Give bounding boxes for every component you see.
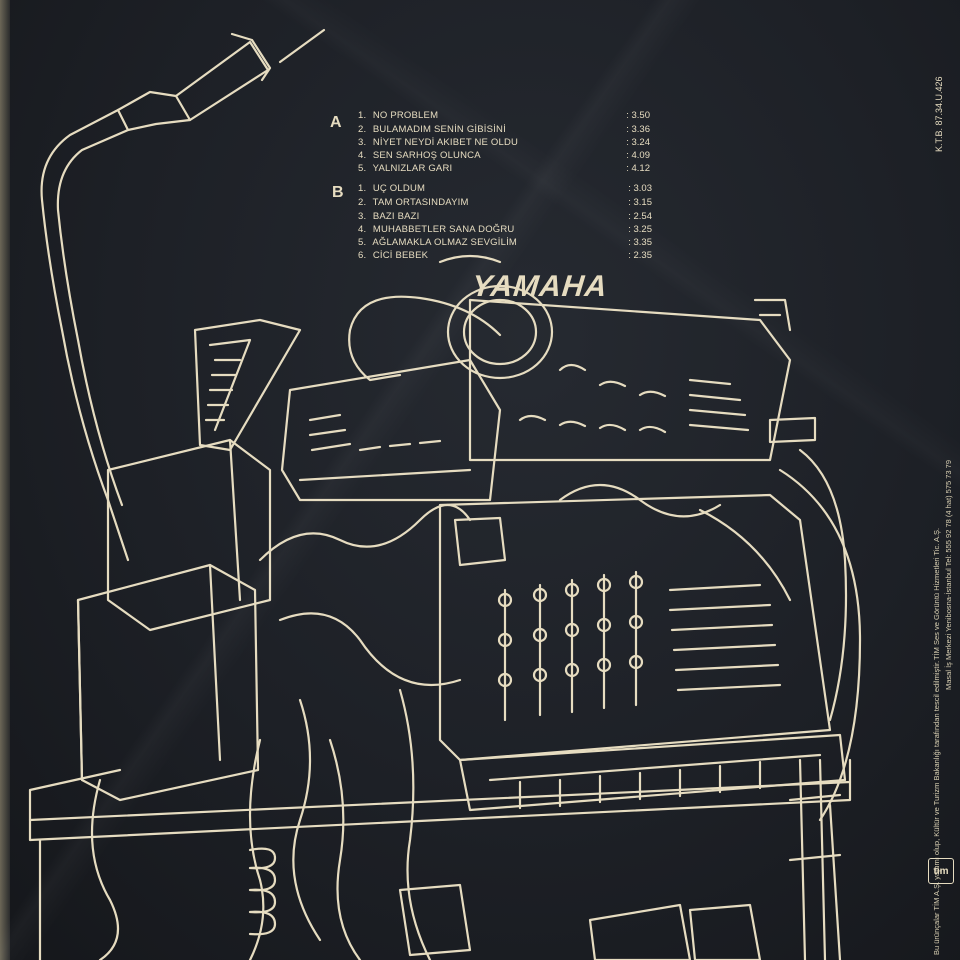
track-number: 2.	[358, 124, 367, 135]
track-number: 2.	[358, 197, 367, 208]
track-duration: : 3.25	[628, 224, 652, 235]
track-duration: : 3.24	[626, 137, 650, 148]
headphones-icon	[348, 254, 554, 382]
track-row: 1. UÇ OLDUM	[358, 183, 425, 195]
track-number: 6.	[358, 250, 367, 261]
track-duration: : 3.35	[628, 237, 652, 248]
track-number: 3.	[358, 137, 367, 148]
track-title: CİCİ BEBEK	[372, 250, 429, 261]
track-duration: : 3.15	[628, 197, 652, 208]
tim-label-logo: tim	[928, 858, 954, 884]
speaker-cabinet-back	[106, 438, 272, 632]
track-duration: : 4.12	[626, 163, 650, 174]
track-row: 5. YALNIZLAR GARI	[358, 163, 452, 175]
track-title: UÇ OLDUM	[372, 183, 426, 194]
track-number: 1.	[358, 183, 367, 194]
equipment-brand-label: YAMAHA	[470, 270, 610, 303]
drum-machine	[280, 358, 502, 502]
track-row: 3. NİYET NEYDİ AKIBET NE OLDU	[358, 137, 518, 149]
track-number: 5.	[358, 237, 367, 248]
side-a-label: A	[330, 114, 342, 131]
track-row: 2. BULAMADIM SENİN GİBİSİNİ	[358, 124, 506, 136]
track-row: 1. NO PROBLEM	[358, 110, 438, 122]
track-number: 1.	[358, 110, 367, 121]
track-number: 3.	[358, 211, 367, 222]
track-duration: : 3.50	[626, 110, 650, 121]
side-b-label: B	[332, 184, 344, 201]
track-duration: : 3.03	[628, 183, 652, 194]
track-number: 4.	[358, 150, 367, 161]
yamaha-keyboard	[468, 298, 817, 462]
publisher-address: Masal İş Merkezi Yenibosna-İstanbul Tel:…	[944, 459, 953, 690]
track-row: 2. TAM ORTASINDAYIM	[358, 197, 469, 209]
catalog-number: K.T.B. 87.34.U.426	[934, 76, 944, 152]
track-title: NO PROBLEM	[372, 110, 439, 121]
track-title: TAM ORTASINDAYIM	[372, 197, 469, 208]
keyboard-synth	[193, 318, 302, 452]
track-row: 3. BAZI BAZI	[358, 211, 420, 223]
copyright-notice: Bu ürünçalar TİM A.Ş. yapımı olup, Kültü…	[932, 660, 941, 955]
track-number: 4.	[358, 224, 367, 235]
sleeve-edge	[0, 0, 10, 960]
table	[28, 758, 852, 960]
floor-devices	[398, 883, 762, 960]
track-title: YALNIZLAR GARI	[372, 163, 453, 174]
mixing-console	[438, 493, 847, 812]
track-duration: : 2.35	[628, 250, 652, 261]
track-title: BAZI BAZI	[372, 211, 420, 222]
track-title: MUHABBETLER SANA DOĞRU	[372, 224, 515, 235]
track-row: 4. MUHABBETLER SANA DOĞRU	[358, 224, 515, 236]
track-row: 5. AĞLAMAKLA OLMAZ SEVGİLİM	[358, 237, 517, 249]
track-duration: : 2.54	[628, 211, 652, 222]
console-faders	[497, 570, 644, 722]
track-title: SEN SARHOŞ OLUNCA	[372, 150, 481, 161]
speaker-cabinet-front	[76, 563, 260, 802]
track-title: NİYET NEYDİ AKIBET NE OLDU	[372, 137, 519, 148]
track-title: BULAMADIM SENİN GİBİSİNİ	[372, 124, 506, 135]
cables	[90, 448, 862, 960]
coiled-cable	[248, 847, 277, 936]
track-duration: : 3.36	[626, 124, 650, 135]
publisher-name: TİM Ses ve Görüntü Hizmetleri Tic. A.Ş.	[932, 527, 941, 660]
track-title: AĞLAMAKLA OLMAZ SEVGİLİM	[372, 237, 518, 248]
track-row: 4. SEN SARHOŞ OLUNCA	[358, 150, 481, 162]
track-number: 5.	[358, 163, 367, 174]
track-row: 6. CİCİ BEBEK	[358, 250, 428, 262]
track-duration: : 4.09	[626, 150, 650, 161]
microphone-icon	[40, 28, 326, 562]
mic-stand	[788, 758, 842, 960]
